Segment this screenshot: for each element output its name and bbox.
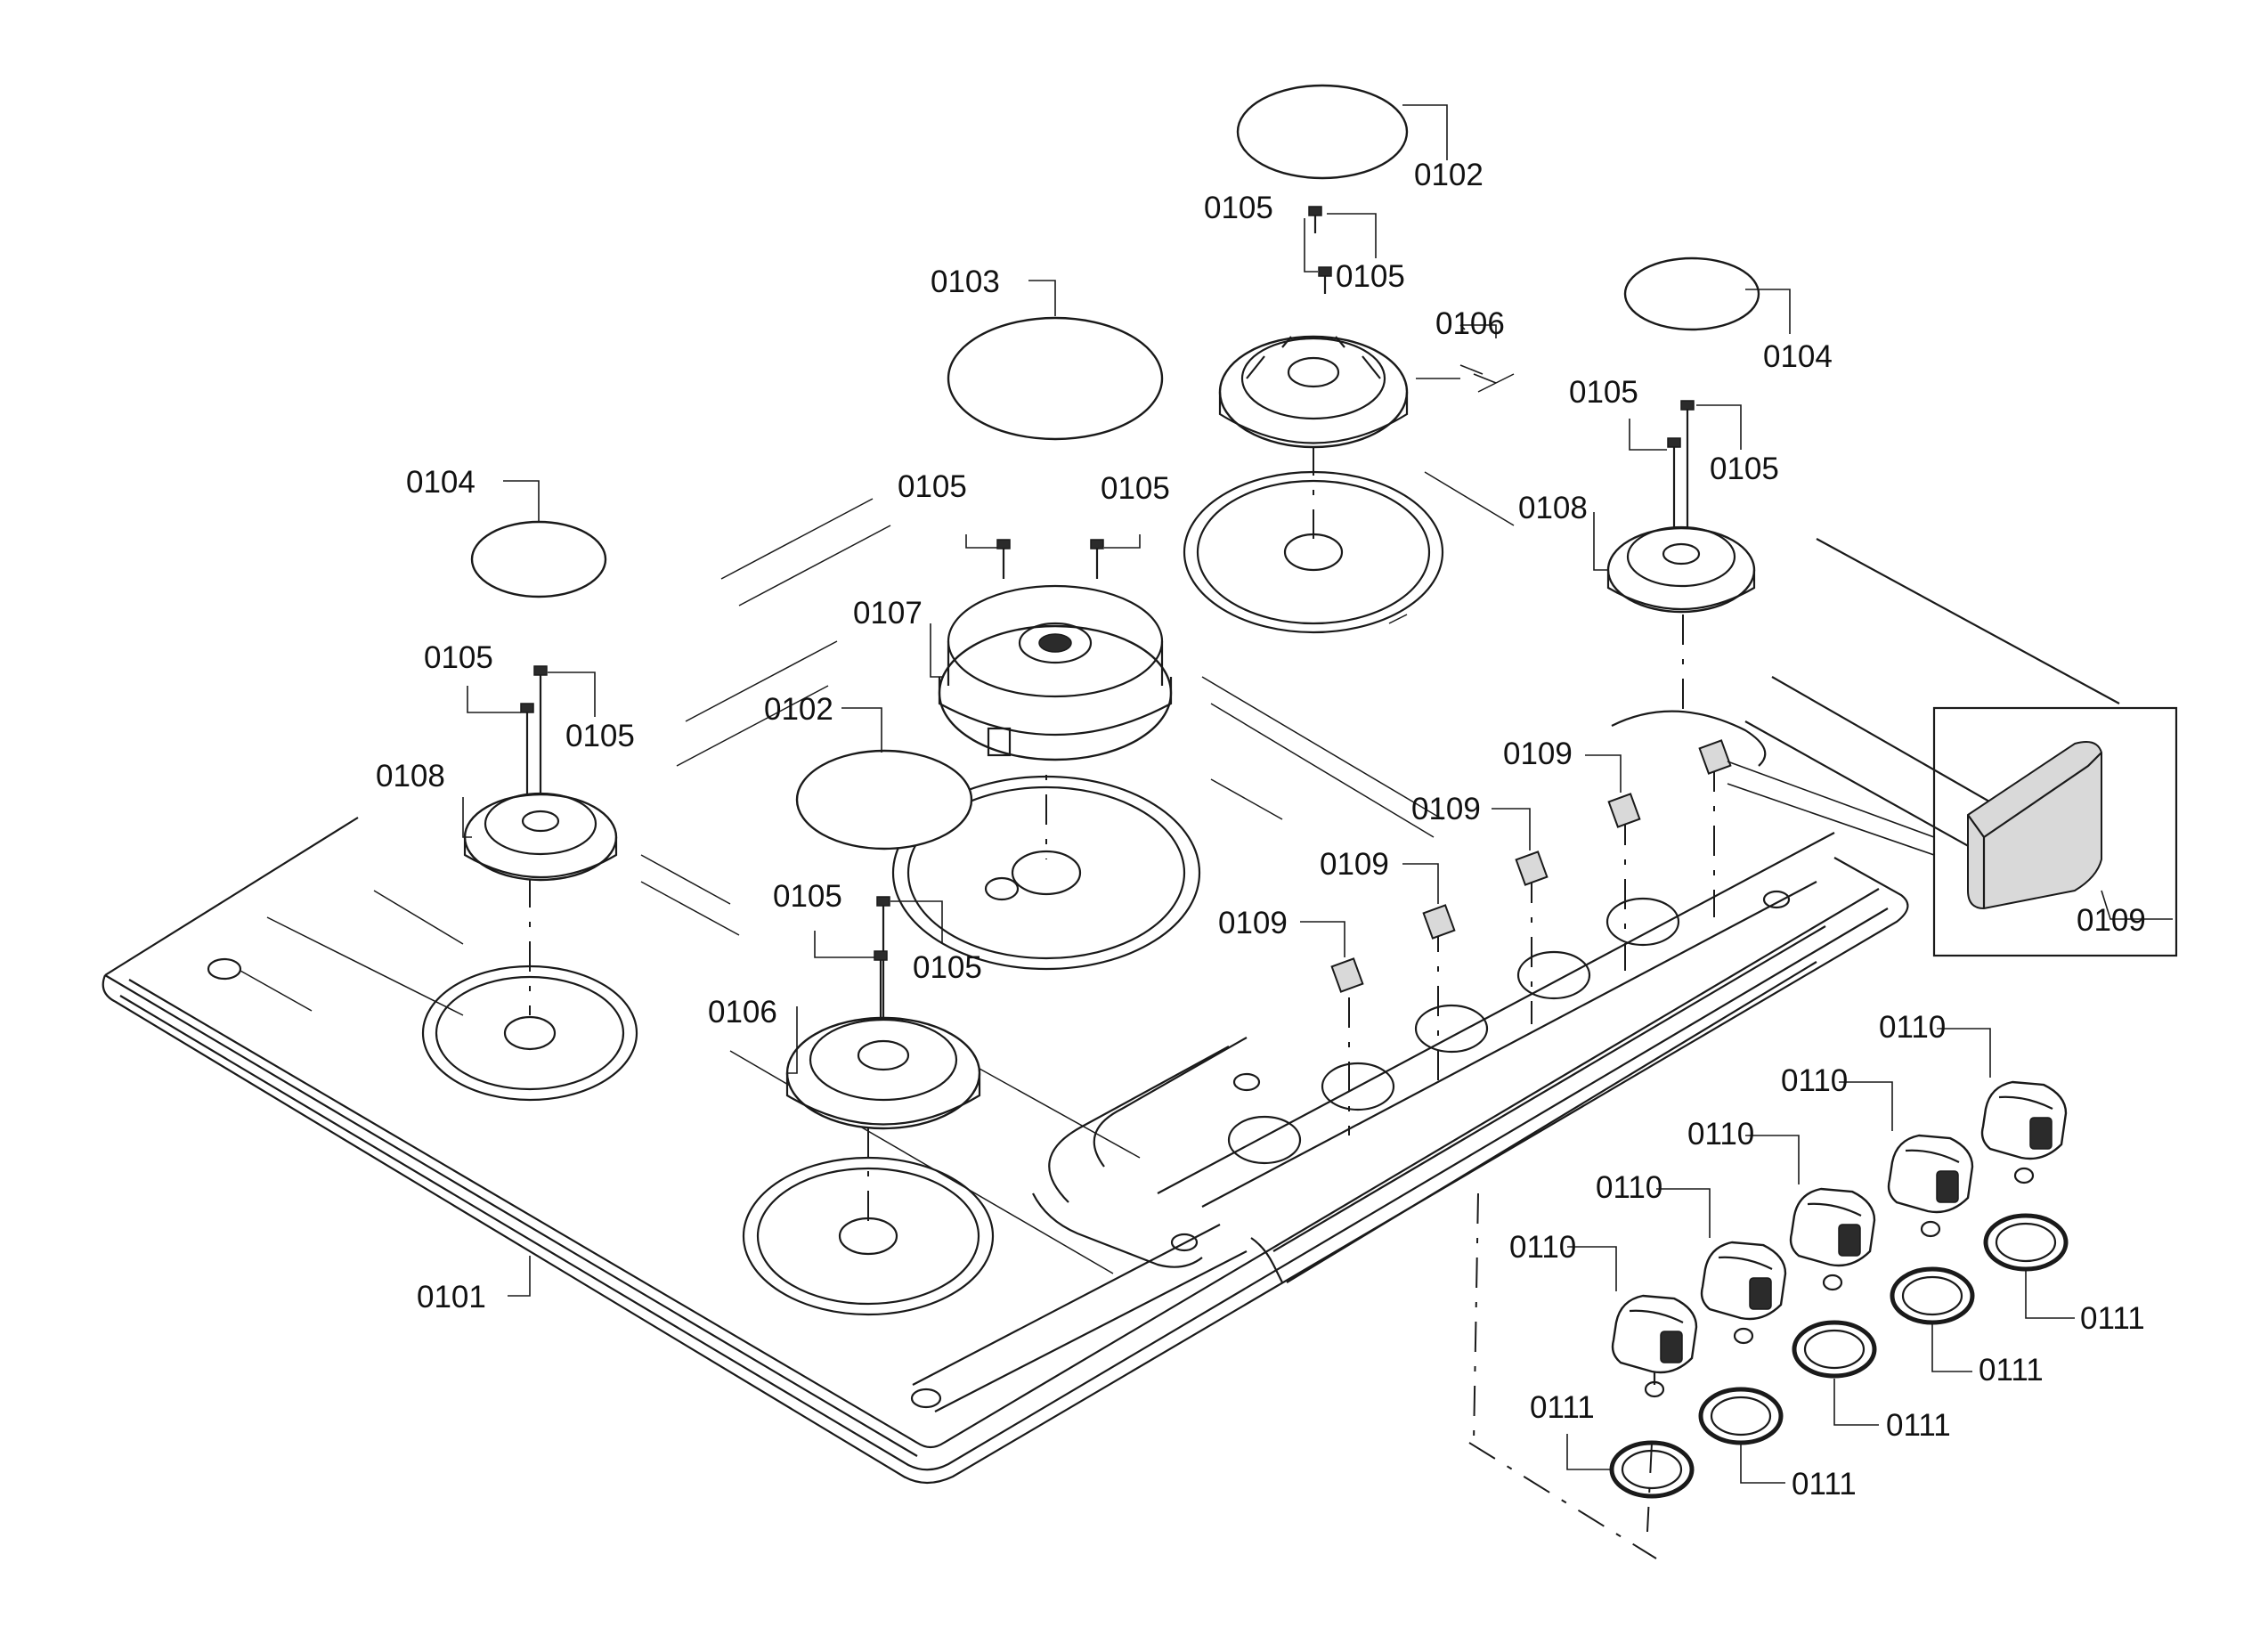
assembly-axes	[529, 445, 1715, 1559]
screw	[996, 539, 1011, 579]
knob	[1980, 1080, 2068, 1184]
label-0108-right: 0108	[1518, 491, 1588, 525]
burner-front	[785, 1016, 981, 1130]
burner-top	[1218, 335, 1409, 449]
label-0111-4: 0111	[1979, 1353, 2044, 1388]
burner-bases	[463, 335, 1756, 1130]
label-0109-2: 0109	[1320, 847, 1389, 882]
label-0111-1: 0111	[1530, 1390, 1595, 1425]
label-0109-4: 0109	[1503, 737, 1573, 771]
label-0105-front-b: 0105	[913, 950, 982, 985]
label-0110-1: 0110	[1509, 1230, 1576, 1265]
knob	[1611, 1294, 1698, 1398]
label-0105-center-b: 0105	[1101, 471, 1170, 506]
label-0101: 0101	[417, 1280, 486, 1314]
cooktop-outline	[102, 373, 2120, 1485]
label-0102-mid: 0102	[764, 692, 833, 727]
label-0111-3: 0111	[1886, 1408, 1951, 1443]
burner-left	[463, 792, 618, 882]
label-0105-left-b: 0105	[565, 719, 635, 753]
label-0109-detail: 0109	[2077, 903, 2146, 938]
label-0105-top-b: 0105	[1336, 259, 1405, 294]
label-0106-front: 0106	[708, 995, 777, 1030]
label-0105-front-a: 0105	[773, 879, 842, 914]
knob	[1887, 1134, 1974, 1238]
screw	[520, 703, 534, 806]
label-0105-right-a: 0105	[1569, 375, 1638, 410]
label-0110-3: 0110	[1687, 1117, 1754, 1152]
screw	[533, 665, 548, 806]
burner-caps	[470, 84, 1760, 851]
switches	[1330, 706, 2178, 993]
label-0108-left: 0108	[376, 759, 445, 794]
leader-lines	[462, 104, 2173, 1484]
label-0105-center-a: 0105	[898, 469, 967, 504]
label-0105-left-a: 0105	[424, 640, 493, 675]
label-0104-left: 0104	[406, 465, 476, 500]
knob	[1700, 1241, 1787, 1345]
label-0105-top-a: 0105	[1204, 191, 1273, 225]
label-0107: 0107	[853, 596, 923, 631]
label-0104-right: 0104	[1763, 339, 1833, 374]
label-0111-2: 0111	[1792, 1467, 1857, 1502]
label-0111-5: 0111	[2080, 1301, 2145, 1336]
screw	[1318, 266, 1332, 294]
label-0110-4: 0110	[1781, 1063, 1848, 1098]
label-0110-5: 0110	[1879, 1010, 1946, 1045]
screw	[1090, 539, 1104, 579]
knobs	[1611, 1080, 2068, 1398]
label-0109-1: 0109	[1218, 906, 1288, 940]
label-0105-right-b: 0105	[1710, 452, 1779, 486]
screw	[1667, 437, 1681, 534]
screws	[520, 206, 1695, 1033]
rings	[1609, 1213, 2069, 1499]
screw	[1680, 400, 1695, 534]
burner-right	[1606, 525, 1756, 614]
burner-wells	[421, 470, 1767, 1316]
burner-center	[938, 584, 1173, 761]
label-0103: 0103	[931, 265, 1000, 299]
label-0110-2: 0110	[1596, 1170, 1662, 1205]
knob	[1789, 1187, 1876, 1291]
callout-labels: 0101 0102 0102 0103 0104 0104 0105 0105 …	[376, 158, 2146, 1502]
screw	[1308, 206, 1322, 233]
label-0109-3: 0109	[1411, 792, 1481, 826]
label-0106-top: 0106	[1435, 306, 1505, 341]
screw	[876, 896, 890, 1033]
label-0102-top: 0102	[1414, 158, 1484, 192]
